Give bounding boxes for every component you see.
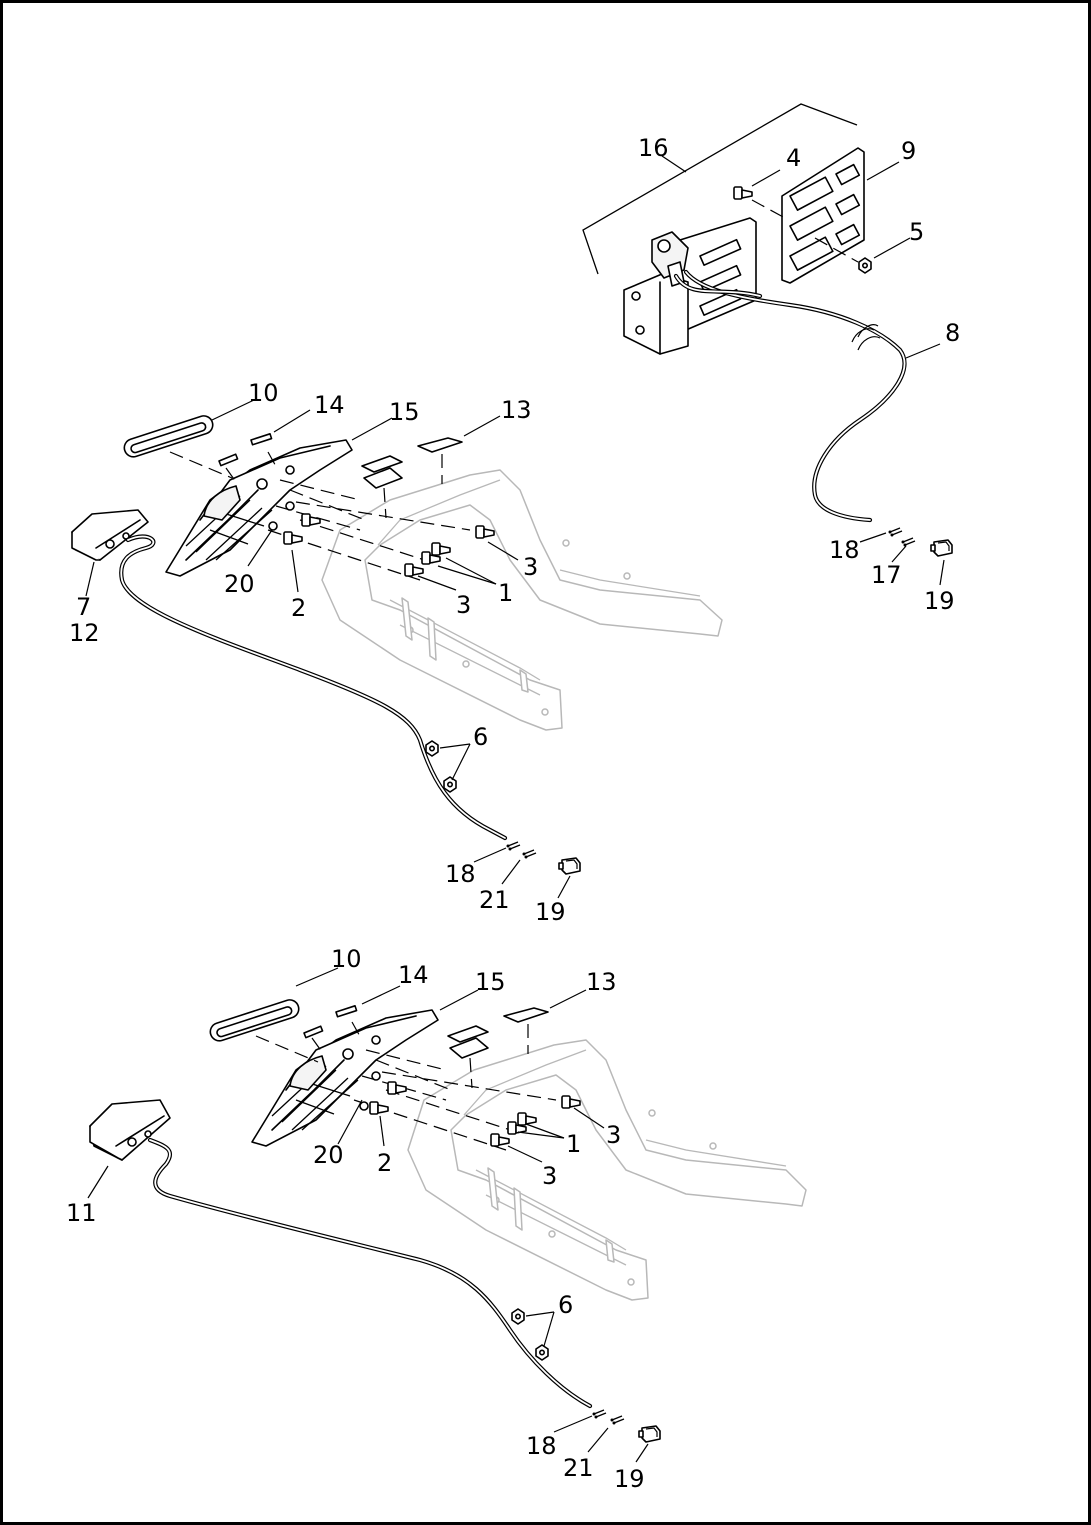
callout-11: 11 <box>66 1199 97 1227</box>
callout-21-lower: 21 <box>563 1454 594 1482</box>
gasket-13-upper-b <box>361 455 403 473</box>
callout-7: 7 <box>76 593 91 621</box>
pad-14-lower-b <box>335 1005 358 1018</box>
screw-2-lower <box>369 1101 389 1115</box>
callout-16: 16 <box>638 134 669 162</box>
callout-3-upper-a: 3 <box>523 553 538 581</box>
callout-3-upper-b: 3 <box>456 591 471 619</box>
washer-lower-a <box>371 1071 381 1081</box>
callout-13-upper: 13 <box>501 396 532 424</box>
callout-2-lower: 2 <box>377 1149 392 1177</box>
gasket-13-upper-c <box>363 467 403 489</box>
callout-3-lower-a: 3 <box>606 1121 621 1149</box>
nut-5 <box>858 257 872 274</box>
pad-14-upper-b <box>250 433 273 446</box>
screw-upper-a <box>301 513 321 527</box>
screw-3-lower-a <box>561 1095 581 1109</box>
callout-10-lower: 10 <box>331 945 362 973</box>
tail-lamp-harness-lower <box>147 1137 593 1409</box>
terminal-18-upper <box>505 841 521 852</box>
callout-10-upper: 10 <box>248 379 279 407</box>
callout-18-top: 18 <box>829 536 860 564</box>
fender-assembly-upper <box>71 399 723 899</box>
callout-3-lower-b: 3 <box>542 1162 557 1190</box>
callout-17: 17 <box>871 561 902 589</box>
callout-5: 5 <box>909 218 924 246</box>
screw-lower-a <box>387 1081 407 1095</box>
callout-20-lower: 20 <box>313 1141 344 1169</box>
clip-6-lower-a <box>511 1308 525 1325</box>
callout-12: 12 <box>69 619 100 647</box>
callout-4: 4 <box>786 144 801 172</box>
callout-14-lower: 14 <box>398 961 429 989</box>
callout-6-lower: 6 <box>558 1291 573 1319</box>
connector-19-top <box>930 539 953 557</box>
callout-1-upper: 1 <box>498 579 513 607</box>
terminal-21-lower <box>609 1415 625 1426</box>
callout-20-upper: 20 <box>224 570 255 598</box>
callout-14-upper: 14 <box>314 391 345 419</box>
screw-2-upper <box>283 531 303 545</box>
callout-19-lower: 19 <box>614 1465 645 1493</box>
washer-upper-a <box>285 501 295 511</box>
connector-19-upper <box>558 857 581 875</box>
plate-bracket-assembly <box>582 103 953 586</box>
screw-3-upper-a <box>475 525 495 539</box>
callout-8: 8 <box>945 319 960 347</box>
plate-mount-bracket <box>623 217 757 355</box>
callout-15-lower: 15 <box>475 968 506 996</box>
kit-bracket-line <box>582 103 858 275</box>
pad-14-upper-a <box>218 453 239 467</box>
terminal-21-upper <box>521 849 537 860</box>
fender-support-ghost-lower <box>407 1039 807 1301</box>
tail-lamp-11 <box>89 1099 171 1161</box>
callout-19-top: 19 <box>924 587 955 615</box>
callout-labels: 16 4 9 5 8 18 17 19 10 14 15 13 7 12 20 … <box>66 134 960 1493</box>
clip-6-upper-b <box>443 776 457 793</box>
clip-6-lower-b <box>535 1344 549 1361</box>
fender-assembly-lower <box>87 967 807 1463</box>
lamp-housing-15-upper <box>165 439 353 577</box>
callout-2-upper: 2 <box>291 594 306 622</box>
license-plate-bracket <box>781 147 865 284</box>
callout-15-upper: 15 <box>389 398 420 426</box>
gasket-13-upper-a <box>417 437 463 453</box>
callout-21-upper: 21 <box>479 886 510 914</box>
washer-20-lower <box>359 1101 369 1111</box>
lamp-housing-15-lower <box>251 1009 439 1147</box>
gasket-13-lower-a <box>503 1007 549 1023</box>
callout-9: 9 <box>901 137 916 165</box>
screw-1-lower-a <box>517 1112 537 1126</box>
callout-19-upper: 19 <box>535 898 566 926</box>
connector-19-lower <box>638 1425 661 1443</box>
fender-support-ghost-upper <box>321 469 723 731</box>
callout-1-lower: 1 <box>566 1130 581 1158</box>
screw-4 <box>733 186 753 200</box>
callout-13-lower: 13 <box>586 968 617 996</box>
gasket-13-lower-b <box>447 1025 489 1043</box>
clip-6-upper-a <box>425 740 439 757</box>
plate-lamp-harness <box>673 269 907 523</box>
callout-18-upper: 18 <box>445 860 476 888</box>
tail-lamp-7-12 <box>71 509 149 561</box>
terminal-18-top <box>887 527 903 538</box>
gasket-13-lower-c <box>449 1037 489 1059</box>
tail-lamp-harness-upper <box>119 534 508 841</box>
callout-6-upper: 6 <box>473 723 488 751</box>
washer-20-upper <box>268 521 278 531</box>
callout-18-lower: 18 <box>526 1432 557 1460</box>
screw-1-upper-a <box>431 542 451 556</box>
terminal-18-lower <box>591 1409 607 1420</box>
screw-3-upper-b <box>404 563 424 577</box>
terminal-17 <box>900 537 916 548</box>
screw-3-lower-b <box>490 1133 510 1147</box>
pad-14-lower-a <box>303 1025 324 1039</box>
